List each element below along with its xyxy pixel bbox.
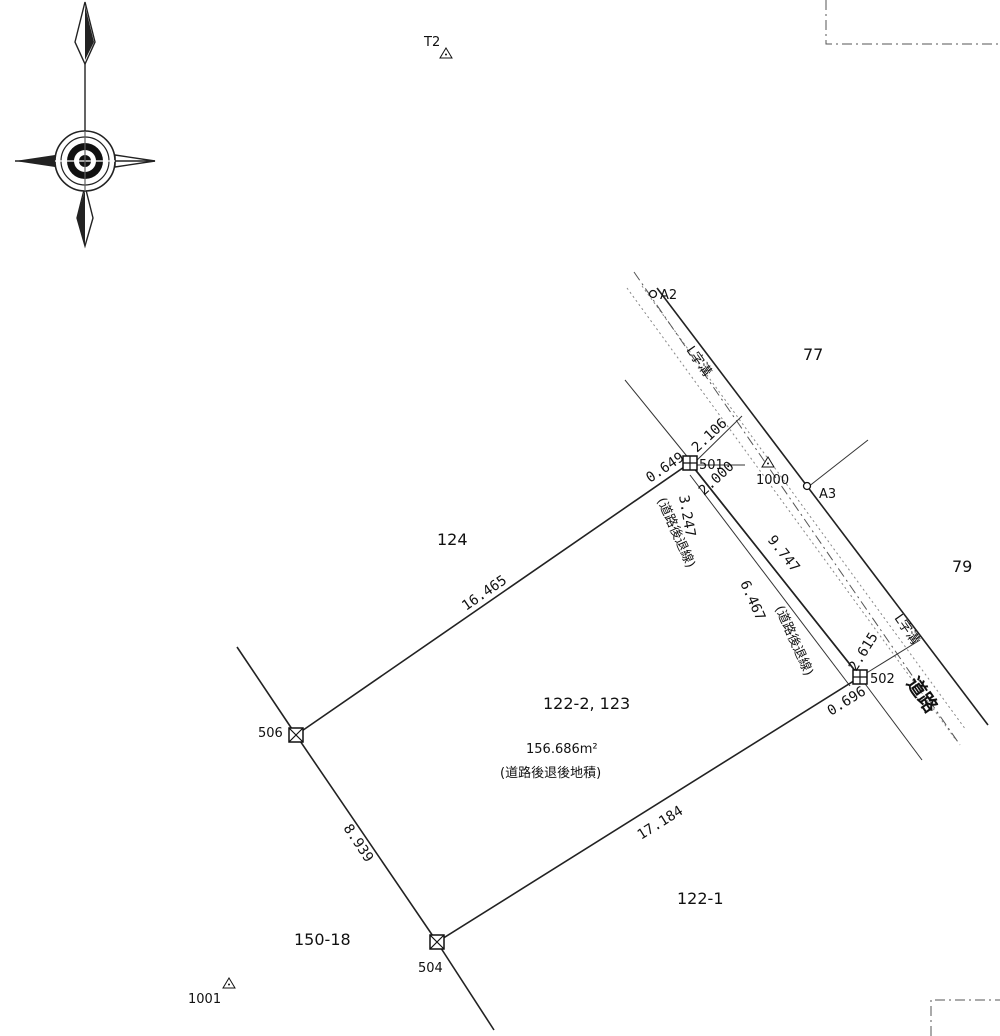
parcel-label-79: 79 — [952, 557, 972, 576]
boundary-extension-south — [436, 941, 495, 1031]
dimension-9747: 9.747 — [764, 533, 803, 576]
point-label-1001: 1001 — [188, 992, 221, 1007]
point-label-a3: A3 — [819, 487, 836, 502]
boundary-extension-west — [236, 646, 297, 736]
parcel-label-122-1: 122-1 — [677, 889, 724, 908]
gutter-label-b: L字溝 — [891, 612, 922, 648]
dimension-6467: 6.467 — [736, 578, 768, 623]
dimension-0696: 0.696 — [825, 683, 869, 719]
point-label-502: 502 — [870, 672, 895, 687]
point-label-501: 501 — [699, 458, 724, 473]
point-label-t2: T2 — [423, 35, 440, 50]
dimension-2106: 2.106 — [689, 415, 731, 455]
boundary-marker-icon — [852, 669, 868, 685]
triangulation-point-icon — [222, 977, 236, 989]
control-point-a3-marker — [802, 481, 812, 491]
triangulation-point-icon — [439, 47, 453, 59]
gutter-label-a: L字溝 — [683, 344, 714, 380]
boundary-marker-icon — [429, 934, 445, 950]
road-label: 道路 — [902, 673, 943, 718]
dimension-8939: 8.939 — [340, 821, 377, 865]
dimension-3247: 3.247 — [675, 494, 698, 538]
north-arrow-compass-icon — [15, 1, 156, 249]
parcel-label-77: 77 — [803, 345, 823, 364]
point-label-506: 506 — [258, 726, 283, 741]
subject-parcel-label: 122-2, 123 — [543, 694, 630, 713]
parcel-label-150-18: 150-18 — [294, 930, 351, 949]
parcel-label-124: 124 — [437, 530, 468, 549]
neighbor-boundary-top-right — [825, 0, 1000, 45]
control-point-a2-marker — [648, 289, 658, 299]
neighbor-boundary-bottom-right — [930, 999, 1000, 1036]
area-value: 156.686m² — [526, 742, 598, 757]
point-label-504: 504 — [418, 961, 443, 976]
dimension-17184: 17.184 — [635, 803, 686, 843]
triangulation-point-icon — [761, 456, 775, 468]
point-label-1000: 1000 — [756, 473, 789, 488]
point-label-a2: A2 — [660, 288, 677, 303]
boundary-marker-icon — [288, 727, 304, 743]
boundary-marker-icon — [682, 455, 698, 471]
area-note: (道路後退後地積) — [500, 765, 601, 781]
